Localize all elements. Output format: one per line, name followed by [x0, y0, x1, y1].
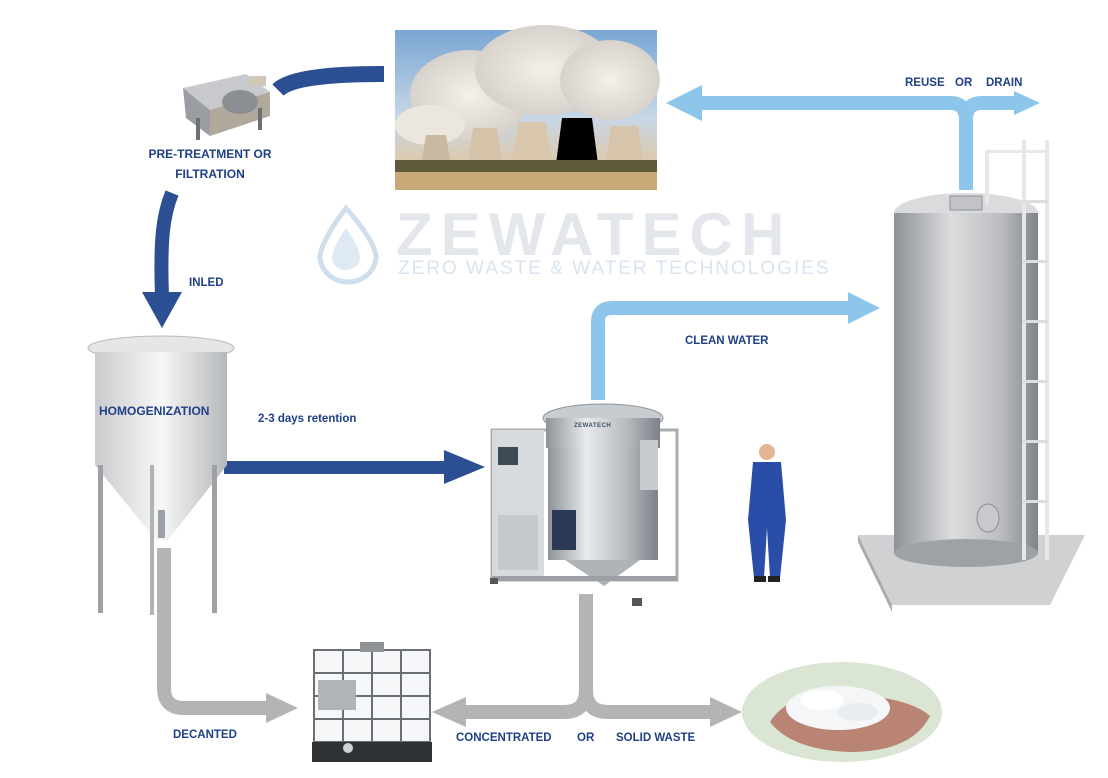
label-homogenization: HOMOGENIZATION	[99, 404, 210, 418]
arrow-factory-to-filter	[272, 66, 385, 97]
arrow-solid-waste	[579, 689, 712, 719]
arrow-filter-to-homogenizer	[154, 190, 179, 297]
conical-homogenizer-tank-icon	[87, 335, 235, 615]
label-concentrated: CONCENTRATED	[456, 732, 552, 744]
label-retention: 2-3 days retention	[258, 413, 357, 425]
ibc-container-icon	[312, 642, 432, 762]
solid-salt-in-hand-icon	[742, 662, 942, 762]
arrow-decanted	[157, 548, 268, 715]
arrow-reuse-head	[666, 85, 702, 121]
arrow-drain-head	[1014, 91, 1040, 115]
arrow-tank-up	[700, 96, 973, 190]
label-decanted: DECANTED	[173, 729, 237, 741]
label-pretreatment-line2: FILTRATION	[175, 167, 245, 181]
arrow-concentrated-head	[432, 697, 466, 727]
arrow-clean-water	[591, 301, 850, 400]
label-reuse: REUSE	[905, 77, 945, 89]
label-solid-waste: SOLID WASTE	[616, 732, 696, 744]
arrow-homogenizer-to-evaporator-head	[444, 450, 485, 484]
arrow-solid-waste-head	[710, 697, 742, 727]
storage-tank-icon	[858, 140, 1085, 612]
arrow-clean-water-head	[848, 292, 880, 324]
water-drop-icon	[317, 204, 379, 285]
equipment-badge: ZEWATECH	[574, 423, 612, 429]
label-or-top: OR	[955, 77, 973, 89]
arrow-homogenizer-to-evaporator	[224, 461, 446, 474]
label-pretreatment-line1: PRE-TREATMENT OR	[148, 147, 272, 161]
arrow-decanted-head	[266, 693, 298, 723]
brand-tagline: ZERO WASTE & WATER TECHNOLOGIES	[398, 258, 831, 279]
label-inled: INLED	[189, 277, 224, 289]
arrow-filter-to-homogenizer-head	[142, 292, 182, 328]
arrow-evaporator-down	[464, 594, 593, 719]
cooling-towers-icon	[395, 25, 660, 190]
label-drain: DRAIN	[986, 77, 1023, 89]
label-pretreatment: PRE-TREATMENT OR FILTRATION	[138, 147, 282, 181]
label-clean-water: CLEAN WATER	[685, 335, 769, 347]
brand-wordmark: ZEWATECH	[396, 201, 793, 268]
label-or-bottom: OR	[577, 732, 595, 744]
arrow-tank-drain-branch	[959, 96, 1016, 121]
worker-icon	[748, 444, 786, 582]
vacuum-evaporator-icon	[490, 403, 679, 606]
filtration-unit-icon	[183, 74, 270, 140]
